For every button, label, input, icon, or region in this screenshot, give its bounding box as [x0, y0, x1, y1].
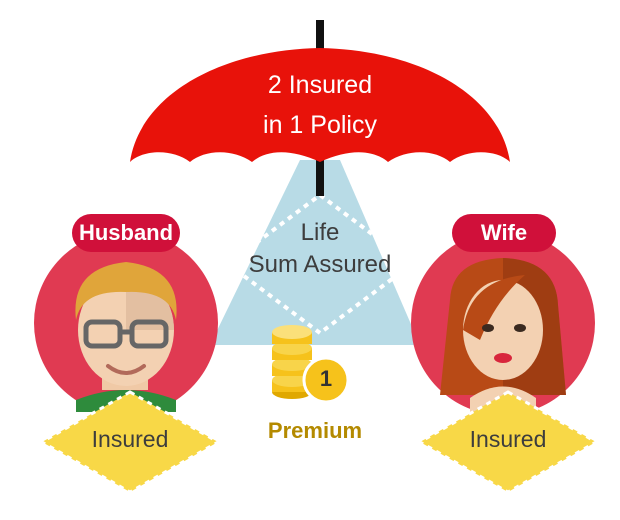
wife-avatar	[411, 231, 595, 415]
wife-insured-label: Insured	[469, 426, 547, 452]
husband-badge: Husband	[72, 214, 180, 252]
umbrella-icon	[130, 20, 510, 196]
wife-badge: Wife	[452, 214, 556, 252]
coin-stack-icon	[272, 325, 350, 404]
husband-insured-label: Insured	[91, 426, 169, 452]
wife-insured-tag	[416, 390, 600, 494]
life-label: Life	[300, 219, 340, 246]
husband-avatar	[34, 231, 218, 415]
premium-count: 1	[319, 366, 333, 391]
umbrella-line-1: 2 Insured	[267, 71, 373, 99]
premium-label: Premium	[267, 418, 363, 443]
husband-insured-tag	[38, 390, 222, 494]
sum-assured-label: Sum Assured	[248, 251, 392, 278]
umbrella-line-2: in 1 Policy	[263, 111, 377, 139]
life-sum-assured-diamond	[224, 192, 416, 336]
